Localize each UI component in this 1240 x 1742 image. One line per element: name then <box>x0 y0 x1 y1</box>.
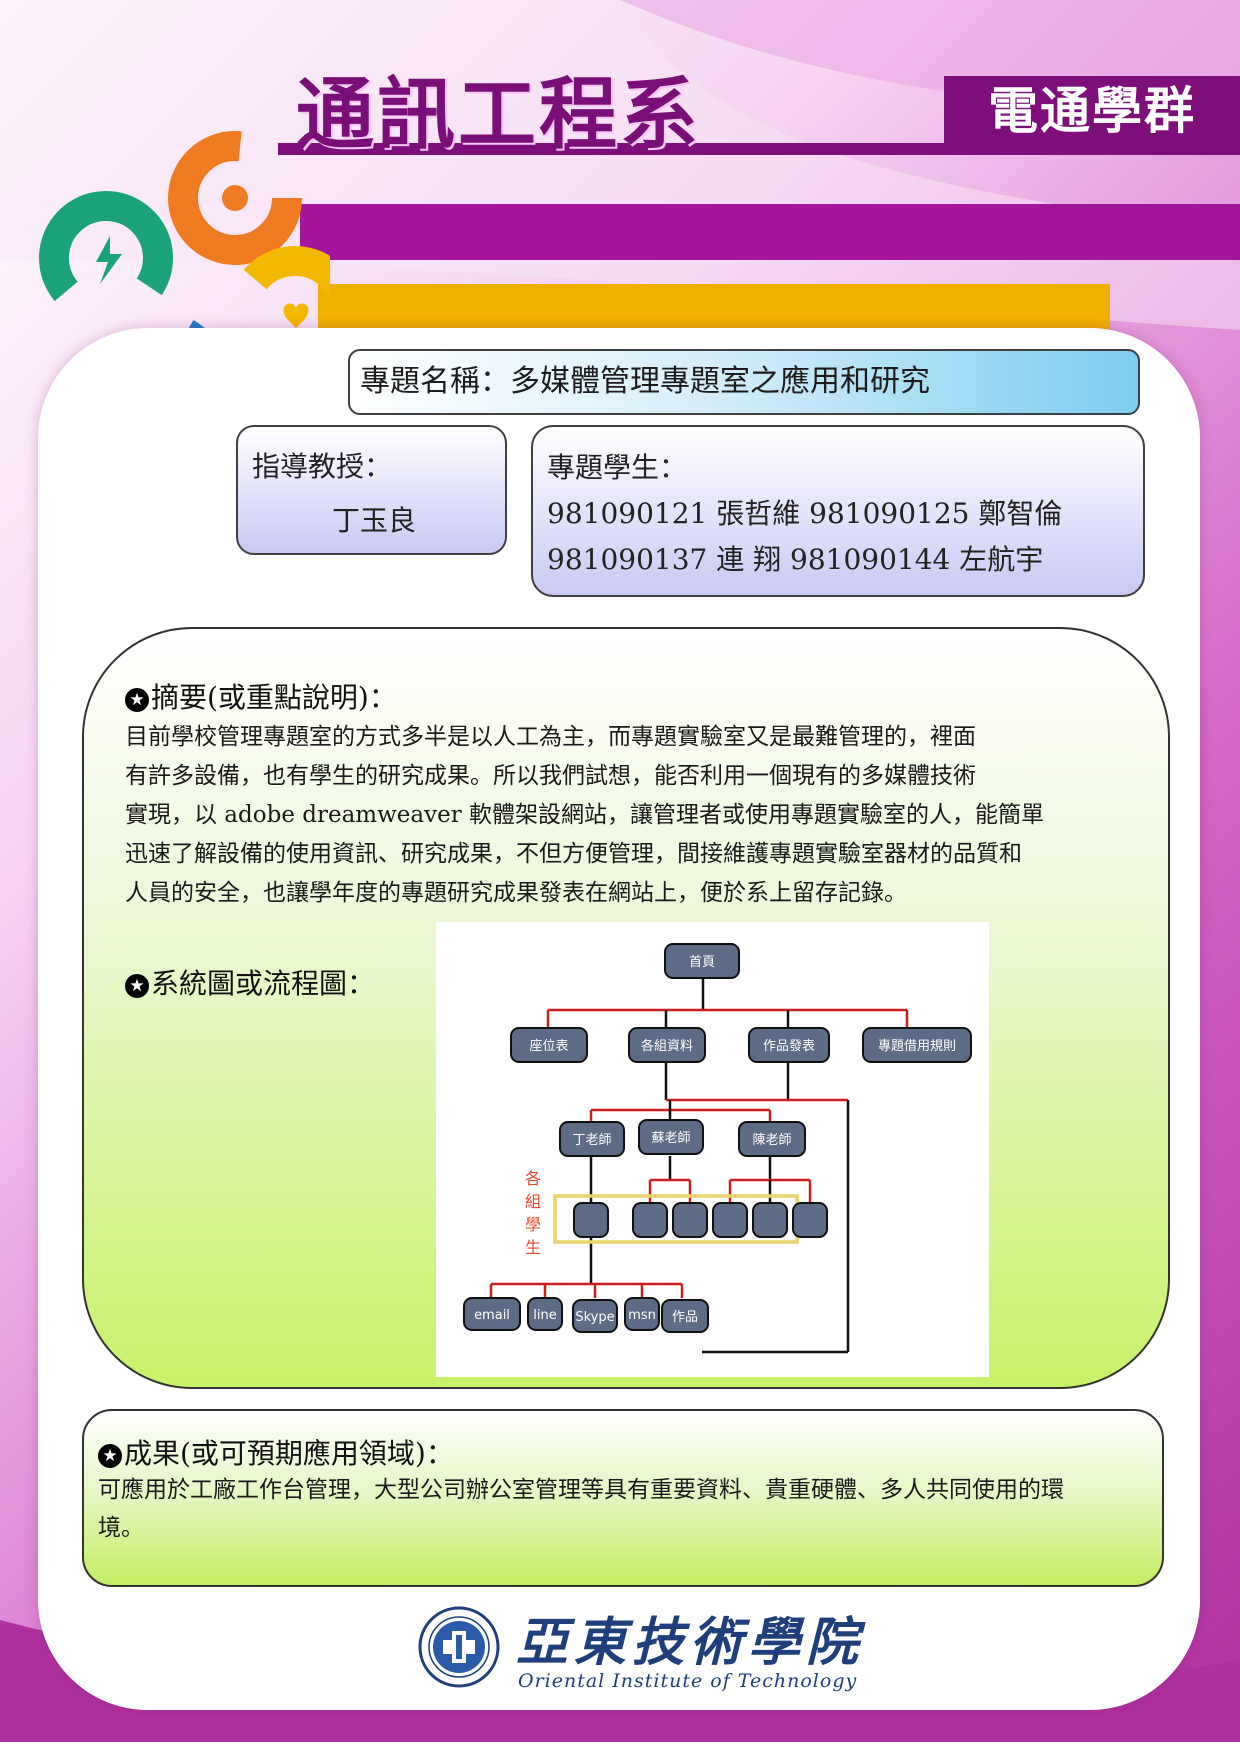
student-node <box>632 1202 668 1238</box>
abstract-line: 人員的安全，也讓學年度的專題研究成果發表在網站上，便於系上留存記錄。 <box>125 880 907 906</box>
star-icon: ★ <box>98 1444 122 1468</box>
node-root: 首頁 <box>689 955 715 970</box>
student-node <box>792 1202 828 1238</box>
system-diagram: 首頁 座位表 各組資料 作品發表 專題借用規則 丁老師 蘇老師 陳老師 各 組 … <box>436 922 989 1377</box>
node-teacher: 蘇老師 <box>651 1131 690 1146</box>
node-level1: 作品發表 <box>763 1039 815 1054</box>
advisor-name: 丁玉良 <box>332 504 417 537</box>
node-contact: Skype <box>575 1310 614 1325</box>
diagram-title: 系統圖或流程圖： <box>151 967 376 1000</box>
star-icon: ★ <box>125 688 149 712</box>
diagram-heading: ★系統圖或流程圖： <box>125 962 375 1002</box>
abstract-line: 有許多設備，也有學生的研究成果。所以我們試想，能否利用一個現有的多媒體技術 <box>125 763 976 789</box>
group-label-char: 各 <box>525 1169 541 1188</box>
students-line-1: 981090121 張哲維 981090125 鄭智倫 <box>547 497 1063 530</box>
advisor-label: 指導教授： <box>252 450 393 483</box>
abstract-title: 摘要(或重點說明)： <box>151 681 397 714</box>
result-text: 可應用於工廠工作台管理，大型公司辦公室管理等具有重要資料、貴重硬體、多人共同使用… <box>98 1471 1158 1547</box>
result-line: 可應用於工廠工作台管理，大型公司辦公室管理等具有重要資料、貴重硬體、多人共同使用… <box>98 1477 1064 1503</box>
node-contact: email <box>474 1308 510 1323</box>
student-node <box>712 1202 748 1238</box>
result-title: 成果(或可預期應用領域)： <box>124 1437 454 1470</box>
advisor-box: 指導教授： 丁玉良 <box>236 425 507 555</box>
result-section-box <box>82 1409 1164 1587</box>
department-title: 通訊工程系 <box>296 70 702 160</box>
node-teacher: 陳老師 <box>752 1133 791 1148</box>
abstract-line: 迅速了解設備的使用資訊、研究成果，不但方便管理，間接維護專題實驗室器材的品質和 <box>125 841 1022 867</box>
abstract-heading: ★摘要(或重點說明)： <box>125 676 397 716</box>
node-teacher: 丁老師 <box>572 1133 611 1148</box>
group-label-char: 學 <box>525 1215 541 1234</box>
node-contact: line <box>533 1308 556 1323</box>
result-line: 境。 <box>98 1515 144 1541</box>
group-tag: 電通學群 <box>944 76 1240 146</box>
student-node <box>672 1202 708 1238</box>
school-seal-icon <box>418 1606 500 1688</box>
school-name: 亞東技術學院 <box>516 1612 865 1673</box>
student-node <box>752 1202 788 1238</box>
result-heading: ★成果(或可預期應用領域)： <box>98 1432 454 1472</box>
group-label-char: 組 <box>525 1192 541 1211</box>
abstract-line: 目前學校管理專題室的方式多半是以人工為主，而專題實驗室又是最難管理的，裡面 <box>125 724 976 750</box>
project-topic: 專題名稱：多媒體管理專題室之應用和研究 <box>348 349 1140 415</box>
node-level1: 座位表 <box>529 1039 568 1054</box>
node-contact: msn <box>628 1308 656 1323</box>
star-icon: ★ <box>125 974 149 998</box>
abstract-line: 實現，以 adobe dreamweaver 軟體架設網站，讓管理者或使用專題實… <box>125 802 1045 828</box>
node-contact: 作品 <box>672 1310 698 1325</box>
node-level1: 專題借用規則 <box>878 1039 956 1054</box>
group-label-char: 生 <box>525 1238 541 1257</box>
student-node <box>573 1202 609 1238</box>
students-box: 專題學生： 981090121 張哲維 981090125 鄭智倫 981090… <box>531 425 1145 597</box>
students-label: 專題學生： <box>547 451 688 484</box>
abstract-text: 目前學校管理專題室的方式多半是以人工為主，而專題實驗室又是最難管理的，裡面 有許… <box>125 718 1125 913</box>
students-line-2: 981090137 連 翔 981090144 左航宇 <box>547 543 1044 576</box>
node-level1: 各組資料 <box>641 1038 693 1054</box>
school-name-en: Oriental Institute of Technology <box>518 1670 858 1692</box>
